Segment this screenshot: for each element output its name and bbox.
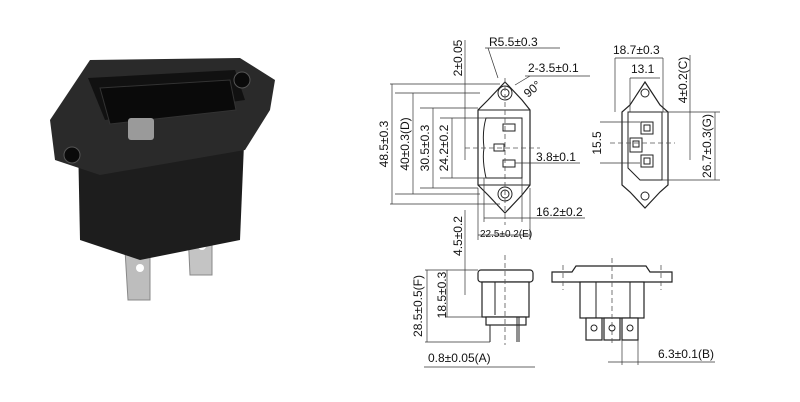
dim-terminal-thickness: 0.8±0.05(A) (428, 351, 491, 365)
dim-body-height: 30.5±0.3 (418, 124, 432, 171)
dim-flange-thickness: 2±0.05 (451, 39, 465, 76)
dim-cutout-height: 26.7±0.3(G) (700, 114, 714, 178)
dim-cavity-width: 16.2±0.2 (536, 205, 583, 219)
dim-inner-width: 13.1 (631, 62, 655, 76)
dim-hole-spacing: 40±0.3(D) (398, 117, 412, 170)
dim-terminal-width: 6.3±0.1(B) (658, 347, 714, 361)
dim-pin-offset: 3.8±0.1 (536, 150, 576, 164)
dim-total-depth: 28.5±0.5(F) (411, 275, 425, 337)
dim-pin-spacing: 15.5 (590, 131, 604, 155)
dim-offset-c: 4±0.2(C) (676, 57, 690, 104)
dim-outer-width: 18.7±0.3 (613, 43, 660, 57)
rear-view-drawing: 18.7±0.3 13.1 15.5 4±0.2(C) 26.7±0.3(G) (590, 43, 720, 209)
dim-radius: R5.5±0.3 (489, 35, 538, 49)
side-view-drawing: 28.5±0.5(F) 18.5±0.3 0.8±0.05(A) (411, 255, 535, 368)
dim-overall-height: 48.5±0.3 (377, 120, 391, 167)
product-photo (50, 58, 275, 301)
inlet-cavity (99, 79, 237, 125)
dim-body-depth: 18.5±0.3 (435, 271, 449, 318)
dim-angle: 90° (521, 78, 544, 101)
mount-hole-left (63, 146, 81, 164)
dim-body-width: 22.5±0.2(E) (480, 229, 532, 240)
mount-hole-right (233, 71, 251, 89)
dim-holes: 2-3.5±0.1 (528, 61, 579, 75)
bottom-view-drawing: 6.3±0.1(B) (551, 258, 715, 365)
dim-depth-offset: 4.5±0.2 (451, 216, 465, 256)
front-view-drawing: R5.5±0.3 2-3.5±0.1 90° 2±0.05 48.5±0.3 4… (377, 35, 590, 295)
dim-cavity-height: 24.2±0.2 (437, 124, 451, 171)
